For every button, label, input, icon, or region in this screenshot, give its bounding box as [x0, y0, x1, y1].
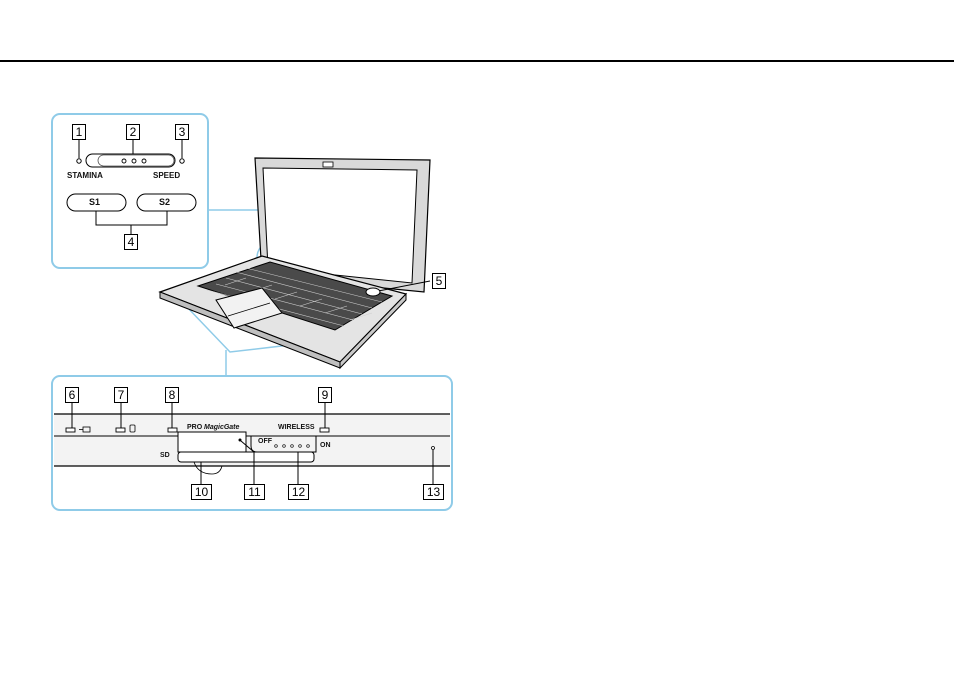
- magicgate-label: MagicGate: [204, 423, 239, 433]
- s1-button-label: S1: [89, 197, 100, 207]
- callout-1: 1: [72, 124, 86, 140]
- on-label: ON: [320, 441, 331, 451]
- stamina-label: STAMINA: [67, 171, 103, 181]
- callout-5: 5: [432, 273, 446, 289]
- callout-11: 11: [244, 484, 265, 500]
- speed-label: SPEED: [153, 171, 180, 181]
- off-label: OFF: [258, 437, 272, 447]
- callout-8: 8: [165, 387, 179, 403]
- callout-2: 2: [126, 124, 140, 140]
- callout-10: 10: [191, 484, 212, 500]
- callout-6: 6: [65, 387, 79, 403]
- wireless-label: WIRELESS: [278, 423, 315, 433]
- callout-12: 12: [288, 484, 309, 500]
- callout-4: 4: [124, 234, 138, 250]
- callout-13: 13: [423, 484, 444, 500]
- s2-button-label: S2: [159, 197, 170, 207]
- pro-label: PRO: [187, 423, 202, 433]
- callout-7: 7: [114, 387, 128, 403]
- callout-9: 9: [318, 387, 332, 403]
- callout-3: 3: [175, 124, 189, 140]
- sd-label: SD: [160, 451, 170, 461]
